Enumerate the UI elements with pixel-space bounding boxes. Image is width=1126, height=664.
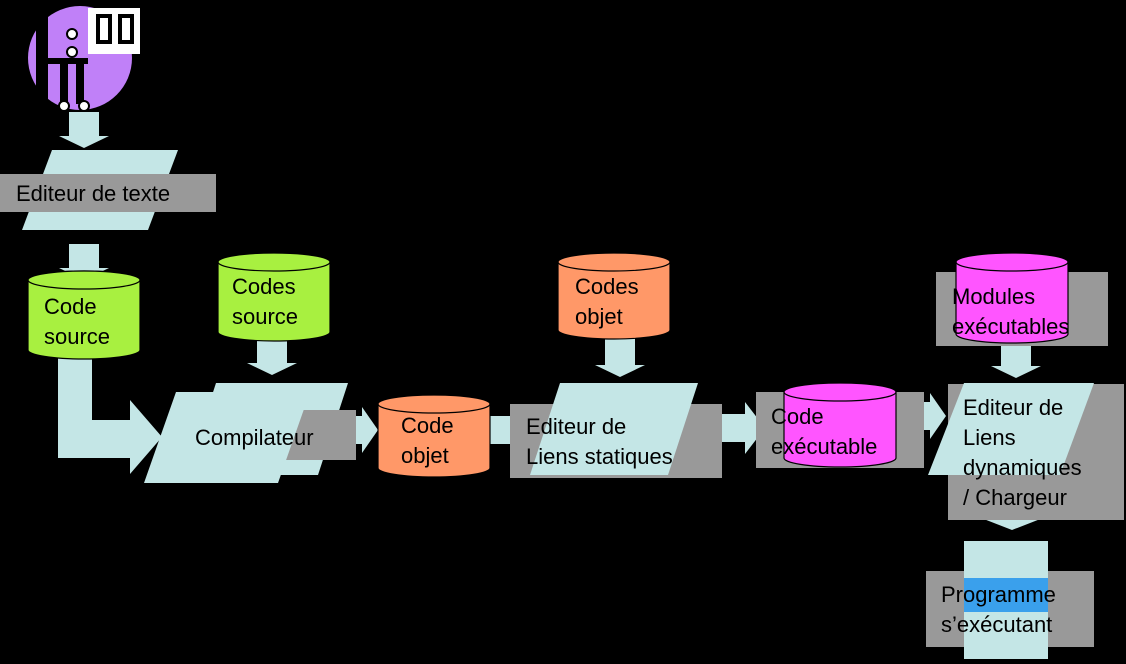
programme-label-line2: s’exécutant [941, 612, 1053, 637]
arrow-code-source-to-compilateur [58, 356, 162, 474]
arrow-codes-source-to-compilateur [247, 336, 297, 375]
code-executable-label-line1: Code [771, 404, 824, 429]
liens-dynamiques-shape [928, 383, 1094, 475]
developer-workstation-icon-knob-a [66, 28, 78, 40]
compilateur-label: Compilateur [195, 425, 314, 450]
developer-workstation-icon-screen-a-inner [100, 18, 108, 40]
codes-objet-cylinder-top [557, 252, 671, 272]
developer-workstation-icon-bar [36, 58, 88, 64]
liens-dynamiques-label-line2: Liens [963, 425, 1016, 450]
code-source-label-line2: source [44, 324, 111, 349]
codes-objet-label-line1: Codes [575, 274, 639, 299]
liens-statiques-shape [530, 383, 698, 475]
liens-dynamiques-label-line3: dynamiques [963, 455, 1082, 480]
developer-workstation-icon-wheel-a [58, 100, 70, 112]
liens-dynamiques-label-line4: / Chargeur [963, 485, 1067, 510]
codes-objet-label-line2: objet [575, 304, 623, 329]
codes-source-label-line1: Codes [232, 274, 296, 299]
arrow-icon-to-editor [59, 112, 109, 148]
developer-workstation-icon-wheel-b [78, 100, 90, 112]
programme-label-line1: Programme [941, 582, 1056, 607]
developer-workstation-icon-leg-b [76, 64, 84, 104]
editeur-texte-label-box [0, 174, 216, 212]
modules-executables-label-line1: Modules [952, 284, 1036, 309]
code-objet-label-line2: objet [401, 443, 449, 468]
developer-workstation-icon-screen-b-inner [122, 18, 130, 40]
arrow-codes-objet-to-liens-statiques [595, 338, 645, 377]
code-source-label-line1: Code [44, 294, 97, 319]
code-source-cylinder-top [27, 270, 141, 290]
programme-highlight [964, 578, 1048, 612]
codes-source-cylinder-top [217, 252, 331, 272]
code-executable-label-line2: exécutable [771, 434, 878, 459]
code-executable-cylinder-top [783, 382, 897, 402]
developer-workstation-icon-leg-a [60, 64, 68, 104]
liens-statiques-label-line2: Liens statiques [526, 444, 673, 469]
arrow-modules-to-liens-dynamiques [991, 342, 1041, 378]
code-objet-label-line1: Code [401, 413, 454, 438]
code-objet-cylinder-top [377, 394, 491, 414]
developer-workstation-icon-knob-b [66, 46, 78, 58]
modules-executables-cylinder-top [955, 252, 1069, 272]
modules-executables-label-line2: exécutables [952, 314, 1070, 339]
codes-source-label-line2: source [232, 304, 299, 329]
liens-dynamiques-label-line1: Editeur de [963, 395, 1064, 420]
editeur-texte-label: Editeur de texte [16, 181, 171, 206]
liens-statiques-label-line1: Editeur de [526, 414, 627, 439]
compilateur-shape-front [144, 392, 310, 483]
